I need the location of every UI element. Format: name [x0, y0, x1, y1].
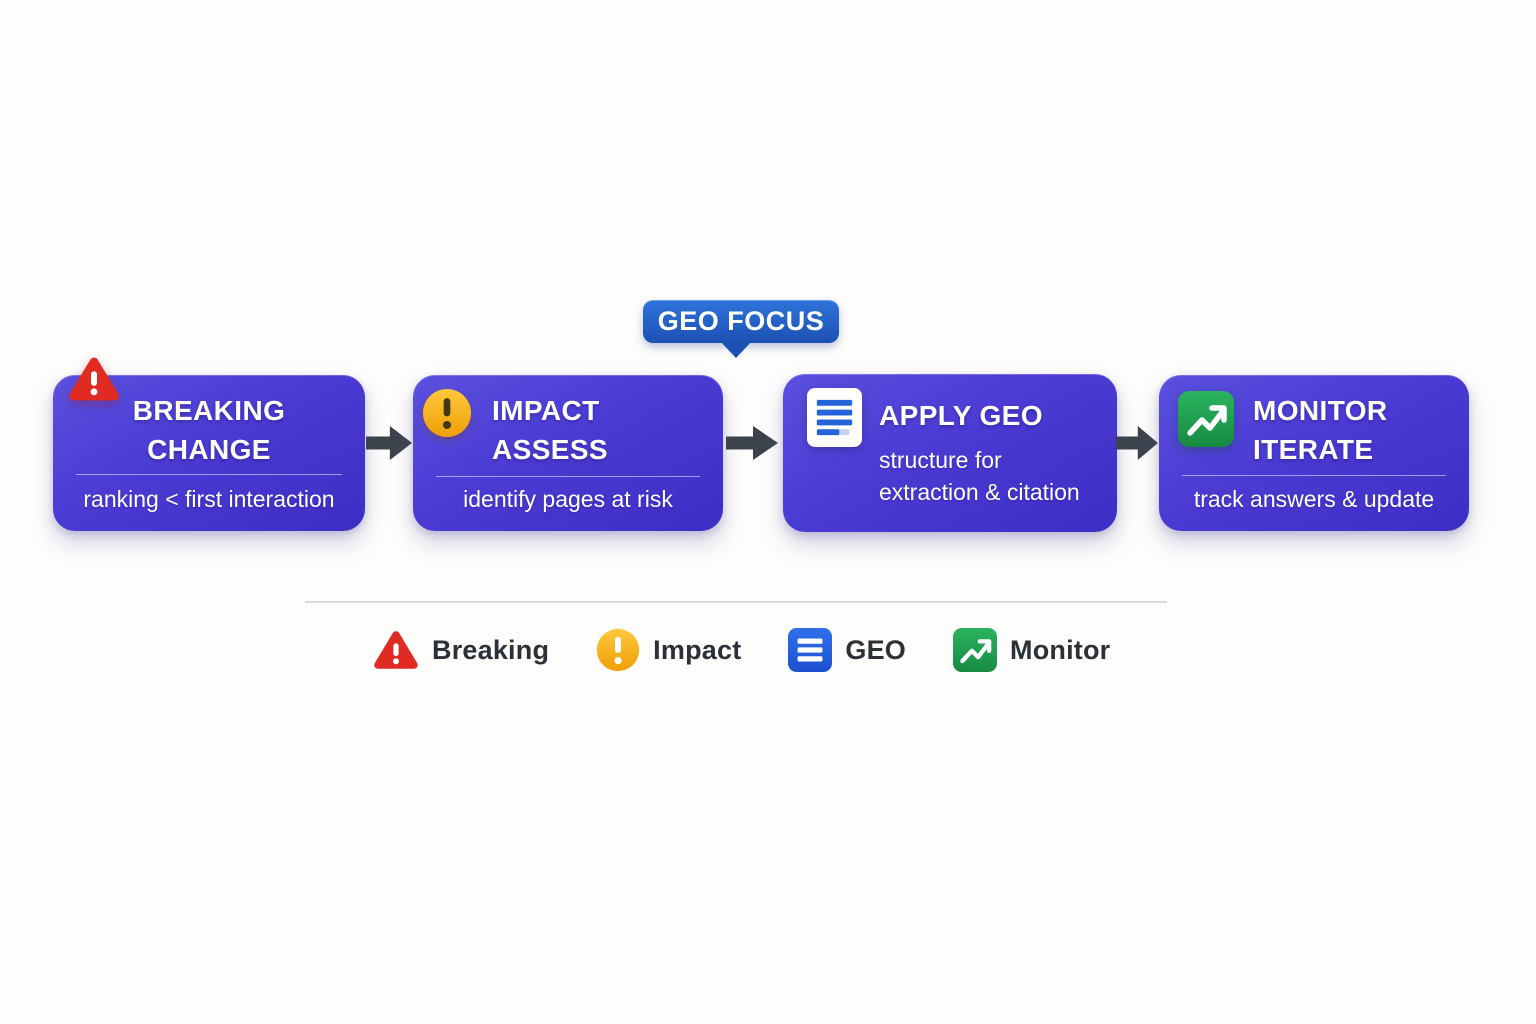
step-subtitle: structure for extraction & citation	[879, 444, 1101, 508]
step-divider	[436, 476, 700, 477]
alert-circle-icon	[422, 388, 472, 438]
step-box-apply-geo: APPLY GEO structure for extraction & cit…	[783, 374, 1117, 532]
flow-arrow-icon	[366, 423, 412, 463]
legend-label: Breaking	[432, 634, 550, 665]
document-icon	[807, 388, 862, 447]
step-subtitle-line: structure for	[879, 447, 1002, 473]
geo-focus-callout: GEO FOCUS	[643, 300, 839, 358]
step-title: BREAKING CHANGE	[53, 391, 365, 469]
step-title-line: CHANGE	[147, 434, 271, 465]
legend-item-monitor: Monitor	[953, 628, 1110, 672]
step-title: IMPACT ASSESS	[492, 391, 608, 469]
legend-divider	[305, 601, 1167, 603]
step-title-line: BREAKING	[132, 395, 286, 426]
flow-arrow-icon	[726, 423, 778, 463]
warning-triangle-icon	[68, 355, 120, 403]
step-title-line: MONITOR	[1253, 395, 1388, 426]
step-box-impact-assess: IMPACT ASSESS identify pages at risk	[413, 375, 723, 531]
legend-item-breaking: Breaking	[373, 629, 549, 671]
step-title-line: IMPACT	[492, 395, 600, 426]
alert-circle-icon	[596, 628, 640, 672]
step-title: APPLY GEO	[879, 396, 1043, 435]
warning-triangle-icon	[373, 629, 419, 671]
step-title-line: ASSESS	[492, 434, 608, 465]
legend-label: GEO	[845, 634, 907, 665]
legend-label: Impact	[653, 634, 742, 665]
step-title-line: ITERATE	[1253, 434, 1374, 465]
step-title-line: APPLY GEO	[879, 400, 1043, 431]
flow-arrow-icon	[1116, 423, 1158, 463]
step-subtitle: ranking < first interaction	[83, 486, 335, 512]
step-subtitle: identify pages at risk	[463, 486, 673, 512]
step-box-breaking-change: BREAKING CHANGE ranking < first interact…	[53, 357, 365, 531]
step-box-monitor-iterate: MONITOR ITERATE track answers & update	[1159, 375, 1469, 531]
trend-up-icon	[1178, 391, 1234, 447]
legend-item-impact: Impact	[596, 628, 741, 672]
trend-up-icon	[953, 628, 998, 672]
callout-tail	[720, 341, 752, 358]
step-divider	[76, 474, 342, 475]
document-icon	[788, 628, 833, 672]
step-divider	[1182, 475, 1446, 476]
legend: Breaking Impact	[373, 628, 1110, 672]
geo-focus-label: GEO FOCUS	[657, 306, 825, 336]
step-title: MONITOR ITERATE	[1253, 391, 1388, 469]
step-subtitle: track answers & update	[1193, 486, 1435, 512]
legend-label: Monitor	[1010, 634, 1111, 665]
legend-item-geo: GEO	[788, 628, 906, 672]
step-subtitle-line: extraction & citation	[879, 479, 1080, 505]
